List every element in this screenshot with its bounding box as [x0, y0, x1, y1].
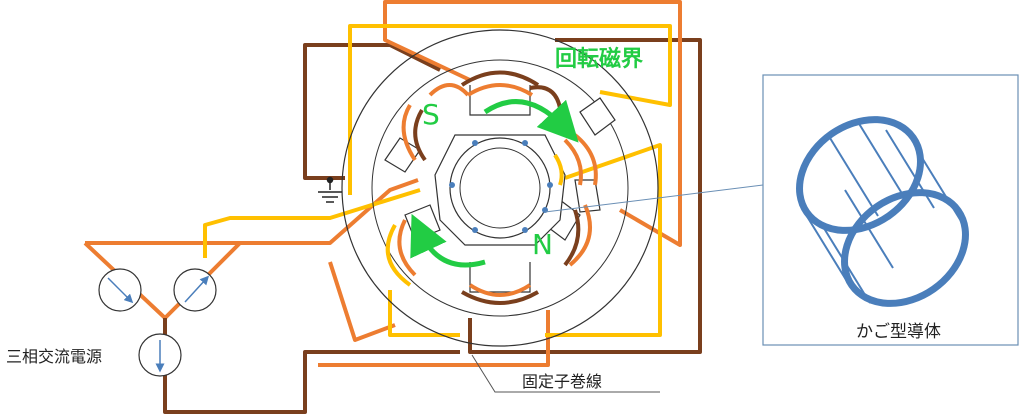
coil-left-1 — [401, 103, 417, 162]
brown-wire-left — [303, 43, 441, 180]
ac-source-right — [173, 268, 217, 312]
phase-wiring — [85, 0, 702, 414]
stator-coils — [385, 70, 598, 305]
coil-bottom2 — [468, 283, 532, 297]
cage-rotor-icon — [796, 116, 969, 307]
coil-bottom-right — [568, 204, 592, 267]
coil-right-1 — [563, 138, 583, 186]
ac-source-bottom — [138, 333, 182, 377]
rotor-bar — [522, 140, 528, 146]
tooth-right — [574, 179, 601, 213]
coil-bottom — [460, 290, 540, 305]
field-arrow-top — [483, 99, 579, 143]
rotor-shaft — [459, 147, 541, 229]
pole-n-label: N — [532, 228, 553, 261]
field-arrow-bottom — [410, 213, 486, 268]
yellow-wire-right — [545, 143, 662, 337]
orange-wire-bottom — [318, 310, 550, 367]
pole-s-label: S — [422, 98, 440, 131]
stator-winding-leader — [471, 354, 660, 393]
coil-right-3 — [553, 153, 564, 186]
rotor-bar — [522, 227, 528, 233]
rotor-bars — [449, 140, 553, 233]
tooth-bottom — [469, 262, 531, 293]
coil-top — [460, 70, 540, 87]
rotor-bar — [547, 182, 553, 188]
three-phase-source — [83, 241, 242, 385]
ground-icon — [318, 176, 342, 203]
stator-winding-label: 固定子巻線 — [522, 372, 602, 391]
coil-left-4 — [385, 224, 412, 287]
coil-left-3 — [397, 219, 417, 277]
coil-left-2 — [413, 108, 427, 162]
yellow-wire-bottom — [388, 290, 460, 337]
tooth-top — [469, 85, 531, 116]
cage-conductor-inset: かご型導体 — [762, 74, 1019, 346]
rotating-field-arrows — [410, 99, 579, 268]
stator-outer-ring — [341, 29, 659, 347]
yellow-wire-top — [348, 24, 672, 195]
rotor-bar — [449, 182, 455, 188]
orange-wire-low — [328, 261, 396, 342]
coil-top2 — [466, 83, 534, 97]
rotor-bar — [472, 227, 478, 233]
inset-leader-line — [544, 184, 764, 213]
orange-wire-top — [383, 0, 682, 247]
ac-source-left — [98, 268, 142, 312]
rotor-core — [449, 137, 551, 239]
rotor-bar — [472, 140, 478, 146]
coil-bottom-right2 — [563, 209, 581, 267]
cage-conductor-label: かご型導体 — [856, 322, 941, 342]
orange-wire-left — [85, 178, 419, 245]
tooth-top-right — [579, 97, 616, 136]
coil-top-left — [428, 83, 470, 97]
brown-wire-right — [468, 38, 702, 354]
rotating-field-label: 回転磁界 — [555, 46, 643, 72]
brown-wire-bottom — [163, 350, 460, 414]
stator-inner-ring — [371, 59, 629, 317]
yellow-wire-left — [203, 188, 421, 258]
power-source-label: 三相交流電源 — [6, 347, 102, 366]
coil-right-2 — [573, 133, 598, 186]
